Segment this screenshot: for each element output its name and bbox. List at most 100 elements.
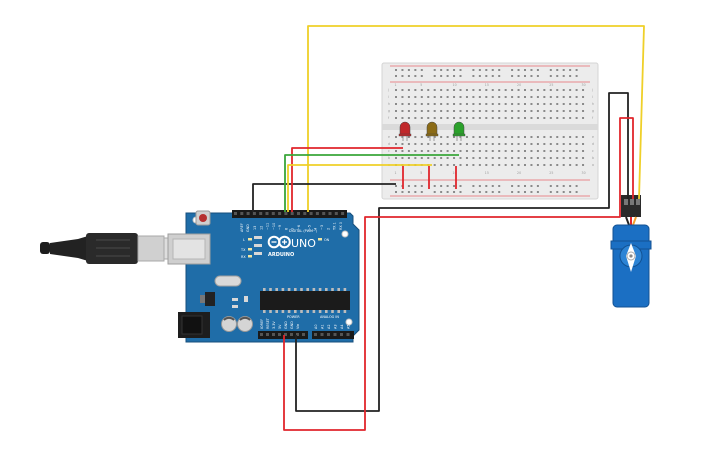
header-pin[interactable] <box>322 212 326 215</box>
header-pin[interactable] <box>334 212 338 215</box>
row-letter: g <box>388 109 390 113</box>
analog-pin-label: A1 <box>321 325 325 329</box>
power-jack[interactable] <box>178 312 210 338</box>
header-pin[interactable] <box>320 333 324 336</box>
header-pin[interactable] <box>240 212 244 215</box>
analog-pin-label: A3 <box>334 325 338 329</box>
header-pin[interactable] <box>265 212 269 215</box>
board-maker: ARDUINO <box>268 252 294 258</box>
header-pin[interactable] <box>327 333 330 336</box>
digital-pin-label: 4 <box>314 228 318 230</box>
led-green[interactable] <box>452 121 466 141</box>
column-number: 20 <box>517 83 521 87</box>
led-yellow[interactable] <box>425 121 439 141</box>
header-pin[interactable] <box>302 333 305 336</box>
row-letter: a <box>592 163 594 167</box>
header-pin[interactable] <box>284 212 288 215</box>
header-pin[interactable] <box>333 333 337 336</box>
wire-yellow-led-yellow <box>287 164 432 212</box>
row-letter: g <box>592 109 594 113</box>
digital-pin-label: TX 1 <box>333 222 337 231</box>
analog-pin-label: A4 <box>340 325 344 329</box>
wire-yellow-servo-signal <box>307 25 645 212</box>
digital-pin-label: 2 <box>326 228 330 230</box>
power-pin-label: Vin <box>296 324 300 329</box>
header-pin[interactable] <box>284 333 287 336</box>
reset-button[interactable] <box>195 210 211 226</box>
column-number: 10 <box>453 171 457 175</box>
power-pin-label: GND <box>290 321 294 329</box>
status-leds <box>248 238 322 258</box>
header-pin[interactable] <box>259 212 263 215</box>
header-pin[interactable] <box>234 212 237 215</box>
header-pin[interactable] <box>246 212 250 215</box>
digital-pin-label: ~10 <box>272 223 276 230</box>
pin-label: GND <box>246 224 250 232</box>
header-pin[interactable] <box>340 333 343 336</box>
column-number: 20 <box>517 171 521 175</box>
header-pin[interactable] <box>315 212 319 215</box>
header-pin[interactable] <box>260 333 263 336</box>
wire-green-led-green <box>284 154 459 212</box>
wires <box>252 25 645 431</box>
servo-motor[interactable] <box>610 195 652 308</box>
digital-header[interactable] <box>232 210 347 218</box>
column-number: 25 <box>549 171 553 175</box>
row-letter: i <box>388 95 389 99</box>
wire-red-led-red <box>291 147 403 212</box>
header-pin[interactable] <box>278 212 282 215</box>
capacitors <box>221 316 253 332</box>
header-pin[interactable] <box>278 333 281 336</box>
header-pin[interactable] <box>290 333 293 336</box>
power-pin-label: RESET <box>266 317 270 329</box>
resistors <box>402 166 457 189</box>
header-pin[interactable] <box>328 212 332 215</box>
analog-pin-label: A5 <box>347 325 351 329</box>
row-letter: e <box>388 135 390 139</box>
column-number: 25 <box>549 83 553 87</box>
voltage-regulator <box>205 292 215 306</box>
digital-pin-label: 13 <box>253 226 257 230</box>
column-number: 15 <box>485 171 489 175</box>
header-pin[interactable] <box>309 212 313 215</box>
breadboard-center-channel <box>382 124 598 130</box>
header-pin[interactable] <box>290 212 294 215</box>
digital-pin-label: ~5 <box>307 225 311 230</box>
header-pin[interactable] <box>252 212 256 215</box>
header-pin[interactable] <box>297 212 300 215</box>
digital-pin-label: RX 0 <box>339 222 343 230</box>
header-pin[interactable] <box>341 212 345 215</box>
header-pin[interactable] <box>266 333 269 336</box>
row-letter: j <box>591 88 593 92</box>
digital-pin-label: 8 <box>285 228 289 230</box>
column-number: 5 <box>420 171 422 175</box>
header-pin[interactable] <box>346 333 350 336</box>
row-letter: d <box>388 142 390 146</box>
digital-pin-label: ~3 <box>320 225 324 230</box>
arduino-board[interactable]: UNO ARDUINO DIGITAL (PWM~) POWER ANALOG … <box>167 210 360 343</box>
analog-header-label: ANALOG IN <box>320 315 339 319</box>
column-number: 1 <box>395 171 397 175</box>
analog-header[interactable] <box>312 331 354 339</box>
header-pin[interactable] <box>272 333 275 336</box>
row-letter: f <box>388 116 390 120</box>
row-letter: e <box>592 135 594 139</box>
header-pin[interactable] <box>296 333 299 336</box>
column-number: 30 <box>582 83 586 87</box>
power-header[interactable] <box>258 331 308 339</box>
power-pin-label: 3.3V <box>272 321 276 329</box>
header-pin[interactable] <box>303 212 307 215</box>
digital-header-label: DIGITAL (PWM~) <box>289 229 318 233</box>
led-label-rx: RX <box>241 255 246 259</box>
header-pin[interactable] <box>271 212 275 215</box>
header-pin[interactable] <box>314 333 317 336</box>
led-red[interactable] <box>398 121 412 141</box>
digital-pin-label: 7 <box>291 228 295 230</box>
analog-pin-label: A2 <box>327 325 331 329</box>
usb-cable[interactable] <box>40 233 187 264</box>
wire-black-servo-ground <box>295 92 629 412</box>
wire-black-breadboard-ground <box>252 183 396 212</box>
